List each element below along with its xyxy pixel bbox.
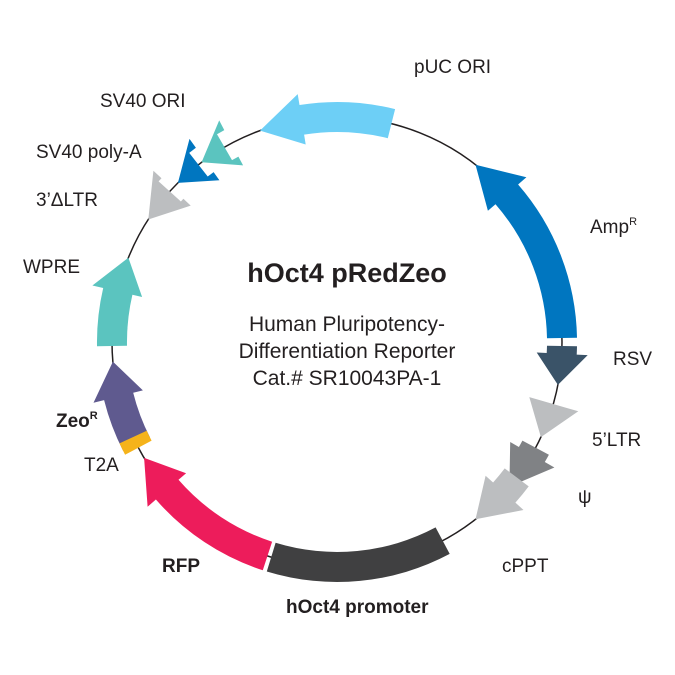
ltr3-arrow: [148, 170, 191, 220]
zeor-arrow: [93, 361, 150, 451]
t2a-label: T2A: [84, 455, 119, 476]
rfp-arrow: [144, 457, 273, 571]
plasmid-catalog-number: Cat.# SR10043PA-1: [253, 367, 442, 390]
ampr-arrow: [475, 164, 577, 339]
ltr5-label: 5’LTR: [592, 430, 641, 451]
promoter-block: [266, 527, 450, 583]
sv40-ori-arrow: [201, 120, 244, 166]
wpre-arrow: [92, 257, 143, 347]
cppt-arrow: [475, 468, 529, 520]
sv40-polya-label: SV40 poly-A: [36, 142, 142, 163]
ltr3-label: 3’ΔLTR: [36, 190, 98, 211]
psi-arrow: [509, 440, 555, 487]
plasmid-description-line2: Differentiation Reporter: [239, 340, 456, 363]
cppt-label: cPPT: [502, 556, 549, 577]
plasmid-description-line1: Human Pluripotency-: [249, 313, 445, 336]
promoter-label: hOct4 promoter: [286, 597, 429, 618]
puc-ori-label: pUC ORI: [414, 57, 491, 78]
rfp-label: RFP: [162, 556, 200, 577]
rsv-arrow: [536, 345, 588, 385]
t2a-block: [119, 430, 152, 455]
plasmid-name: hOct4 pRedZeo: [247, 258, 447, 288]
psi-label: ψ: [578, 487, 592, 508]
puc-ori-arrow: [260, 94, 396, 145]
sv40-ori-label: SV40 ORI: [100, 91, 186, 112]
zeor-label: ZeoR: [56, 410, 98, 432]
wpre-label: WPRE: [23, 257, 80, 278]
ltr5-arrow: [529, 397, 579, 438]
sv40-polya-arrow: [177, 138, 220, 183]
rsv-label: RSV: [613, 349, 652, 370]
ampr-label: AmpR: [590, 216, 637, 238]
